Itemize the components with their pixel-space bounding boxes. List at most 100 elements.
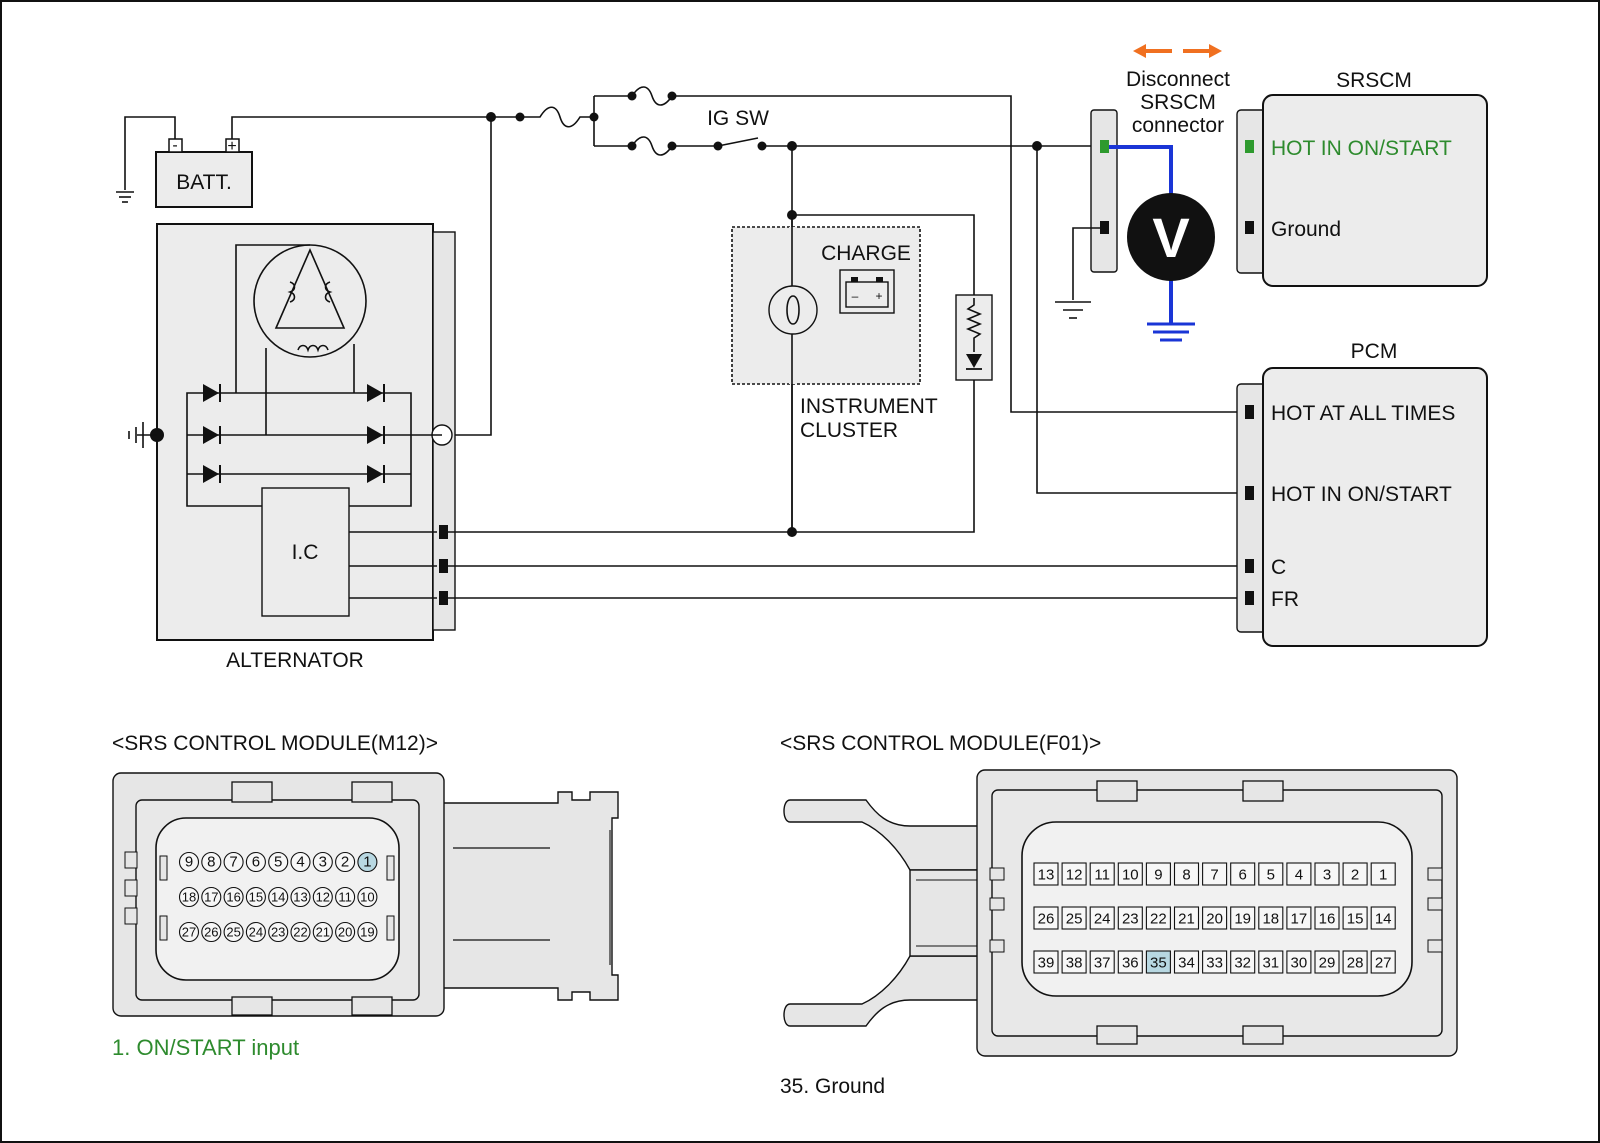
m12-pin-9 bbox=[178, 851, 200, 873]
f01-pin-label-6: 6 bbox=[1239, 867, 1247, 884]
instrument-cluster-label-2: CLUSTER bbox=[800, 419, 898, 442]
f01-pin-label-31: 31 bbox=[1262, 955, 1279, 972]
connector-ground-icon bbox=[1055, 301, 1091, 319]
m12-pin-label-18: 18 bbox=[182, 890, 196, 905]
srscm-module: SRSCM HOT IN ON/START Ground bbox=[1236, 69, 1488, 287]
f01-pin-23 bbox=[1117, 906, 1143, 930]
pcm-pin-fr: FR bbox=[1271, 588, 1299, 611]
rectifier-diodes-icon bbox=[203, 384, 385, 483]
f01-pin-label-21: 21 bbox=[1178, 911, 1195, 928]
f01-pin-1 bbox=[1370, 862, 1396, 886]
f01-pin-15 bbox=[1342, 906, 1368, 930]
f01-pin-37 bbox=[1089, 950, 1115, 974]
f01-pin-21 bbox=[1173, 906, 1200, 930]
battery-minus-label: - bbox=[172, 137, 177, 154]
m12-pin-label-16: 16 bbox=[226, 890, 240, 905]
m12-pin-label-3: 3 bbox=[319, 854, 327, 871]
f01-pin-17 bbox=[1286, 906, 1312, 930]
f01-pin-36 bbox=[1117, 950, 1143, 974]
f01-pin-22 bbox=[1145, 906, 1171, 930]
pcm-module: PCM HOT AT ALL TIMES HOT IN ON/START C F… bbox=[1236, 340, 1488, 647]
f01-pin-5 bbox=[1258, 862, 1284, 886]
m12-pin-13 bbox=[290, 886, 311, 908]
f01-pin-6 bbox=[1230, 862, 1256, 886]
f01-pin-label-4: 4 bbox=[1295, 867, 1303, 884]
m12-pin-label-19: 19 bbox=[360, 925, 374, 940]
f01-pin-39 bbox=[1033, 950, 1059, 974]
m12-pin-25 bbox=[223, 921, 244, 943]
m12-pin-8 bbox=[201, 851, 222, 873]
f01-pin-label-19: 19 bbox=[1234, 911, 1251, 928]
f01-pin-33 bbox=[1202, 950, 1228, 974]
f01-pin-label-23: 23 bbox=[1122, 911, 1139, 928]
m12-pin-15 bbox=[245, 886, 266, 908]
m12-pin-6 bbox=[245, 851, 266, 873]
m12-pin-label-25: 25 bbox=[226, 925, 240, 940]
m12-pin-label-23: 23 bbox=[271, 925, 285, 940]
m12-pin-label-6: 6 bbox=[252, 854, 260, 871]
m12-pin-label-15: 15 bbox=[249, 890, 263, 905]
fuse-main-icon bbox=[520, 106, 594, 128]
f01-pin-label-22: 22 bbox=[1150, 911, 1167, 928]
m12-pin-label-26: 26 bbox=[204, 925, 218, 940]
voltmeter-symbol: V bbox=[1152, 206, 1189, 269]
f01-pin-label-8: 8 bbox=[1182, 867, 1190, 884]
alternator: I.C ALTERNATOR bbox=[128, 223, 456, 672]
m12-pin-label-8: 8 bbox=[207, 854, 215, 871]
charge-lamp-icon bbox=[768, 285, 818, 335]
m12-pin-26 bbox=[201, 921, 222, 943]
f01-title: <SRS CONTROL MODULE(F01)> bbox=[780, 732, 1101, 755]
charge-battery-icon: – + bbox=[839, 269, 895, 314]
ic-label: I.C bbox=[292, 541, 319, 564]
battery: - + BATT. bbox=[116, 116, 491, 208]
m12-pin-label-10: 10 bbox=[360, 890, 374, 905]
f01-pin-10 bbox=[1117, 862, 1143, 886]
f01-pin-label-1: 1 bbox=[1379, 867, 1387, 884]
f01-pin-12 bbox=[1061, 862, 1087, 886]
f01-pin-label-34: 34 bbox=[1178, 955, 1195, 972]
f01-pin-label-18: 18 bbox=[1262, 911, 1279, 928]
srscm-connector bbox=[1055, 109, 1118, 319]
resistor-diode-icon bbox=[955, 294, 993, 381]
svg-text:+: + bbox=[875, 289, 882, 303]
ig-switch-label: IG SW bbox=[707, 107, 769, 130]
f01-pin-31 bbox=[1258, 950, 1284, 974]
f01-pin-35 bbox=[1145, 950, 1171, 974]
ig-switch-icon bbox=[717, 137, 759, 147]
f01-pin-label-24: 24 bbox=[1094, 911, 1111, 928]
pcm-pin-hot-in-on-start: HOT IN ON/START bbox=[1271, 483, 1452, 506]
m12-pin-label-7: 7 bbox=[229, 854, 237, 871]
m12-pin-label-21: 21 bbox=[316, 925, 330, 940]
f01-pin-label-32: 32 bbox=[1234, 955, 1251, 972]
m12-pin-11 bbox=[335, 886, 356, 908]
f01-pin-label-2: 2 bbox=[1351, 867, 1359, 884]
m12-pin-label-4: 4 bbox=[296, 854, 304, 871]
f01-pin-34 bbox=[1173, 950, 1200, 974]
f01-pin-32 bbox=[1230, 950, 1256, 974]
f01-pin-label-14: 14 bbox=[1375, 911, 1392, 928]
f01-pin-7 bbox=[1202, 862, 1228, 886]
f01-pin-label-36: 36 bbox=[1122, 955, 1139, 972]
f01-pin-label-13: 13 bbox=[1038, 867, 1055, 884]
m12-pin-2 bbox=[335, 851, 356, 873]
srscm-title: SRSCM bbox=[1336, 69, 1412, 92]
srscm-pin-ground: Ground bbox=[1271, 218, 1341, 241]
f01-pin-label-33: 33 bbox=[1206, 955, 1223, 972]
charge-label: CHARGE bbox=[821, 242, 911, 265]
f01-pin-26 bbox=[1033, 906, 1059, 930]
m12-pin-27 bbox=[178, 921, 200, 943]
f01-pin-label-26: 26 bbox=[1038, 911, 1055, 928]
f01-pin-20 bbox=[1202, 906, 1228, 930]
f01-pin-label-12: 12 bbox=[1066, 867, 1083, 884]
m12-pin-18 bbox=[178, 886, 200, 908]
f01-note: 35. Ground bbox=[780, 1075, 885, 1098]
alternator-ground-icon bbox=[128, 422, 164, 448]
alternator-label: ALTERNATOR bbox=[226, 649, 364, 672]
m12-pin-label-5: 5 bbox=[274, 854, 282, 871]
pcm-title: PCM bbox=[1351, 340, 1398, 363]
m12-pin-1 bbox=[357, 851, 378, 873]
f01-pin-label-15: 15 bbox=[1347, 911, 1364, 928]
m12-pin-20 bbox=[335, 921, 356, 943]
